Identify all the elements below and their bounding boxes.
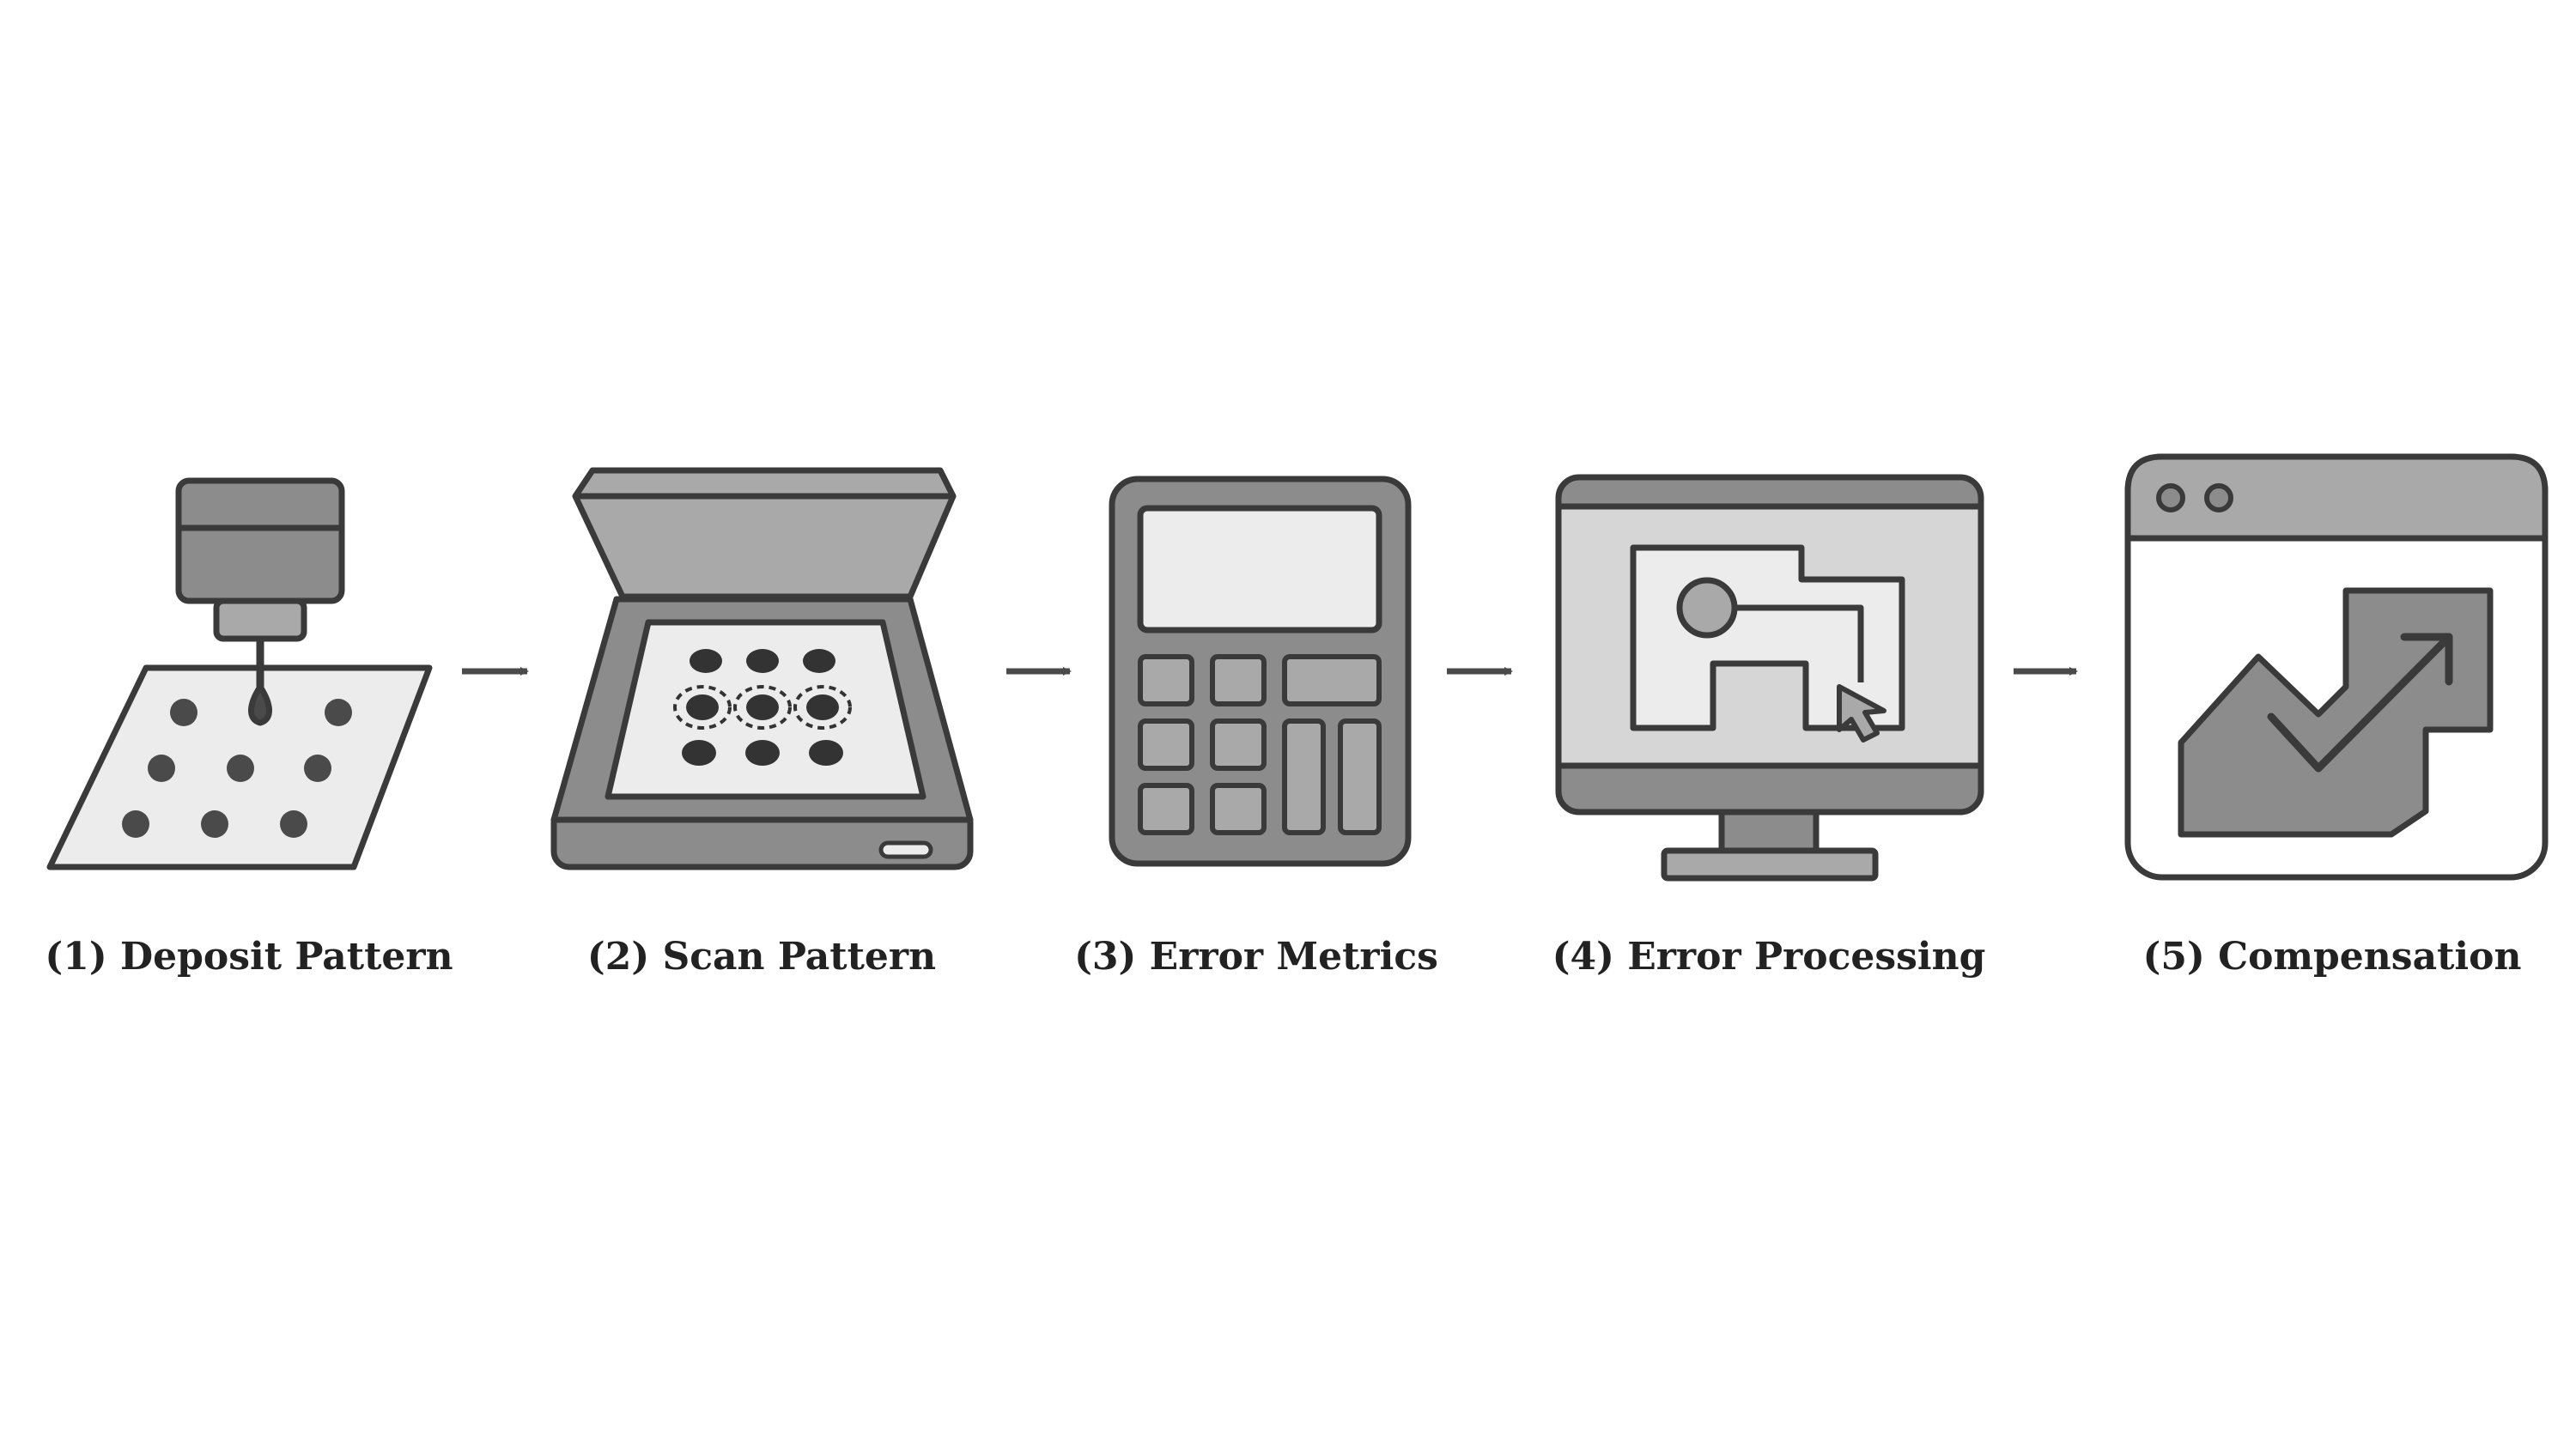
step-label-error-metrics: (3) Error Metrics: [1074, 935, 1438, 979]
step-label-compensation: (5) Compensation: [2142, 935, 2522, 979]
step-label-scan-pattern: (2) Scan Pattern: [586, 935, 937, 979]
step-label-error-processing: (4) Error Processing: [1552, 935, 1986, 979]
dispenser-icon: [46, 477, 433, 870]
monitor-icon: [1555, 474, 1984, 882]
scanner-icon: [550, 467, 974, 870]
calculator-icon: [1109, 476, 1412, 867]
step-label-deposit-pattern: (1) Deposit Pattern: [45, 935, 453, 979]
browser-trend-icon: [2124, 453, 2549, 881]
